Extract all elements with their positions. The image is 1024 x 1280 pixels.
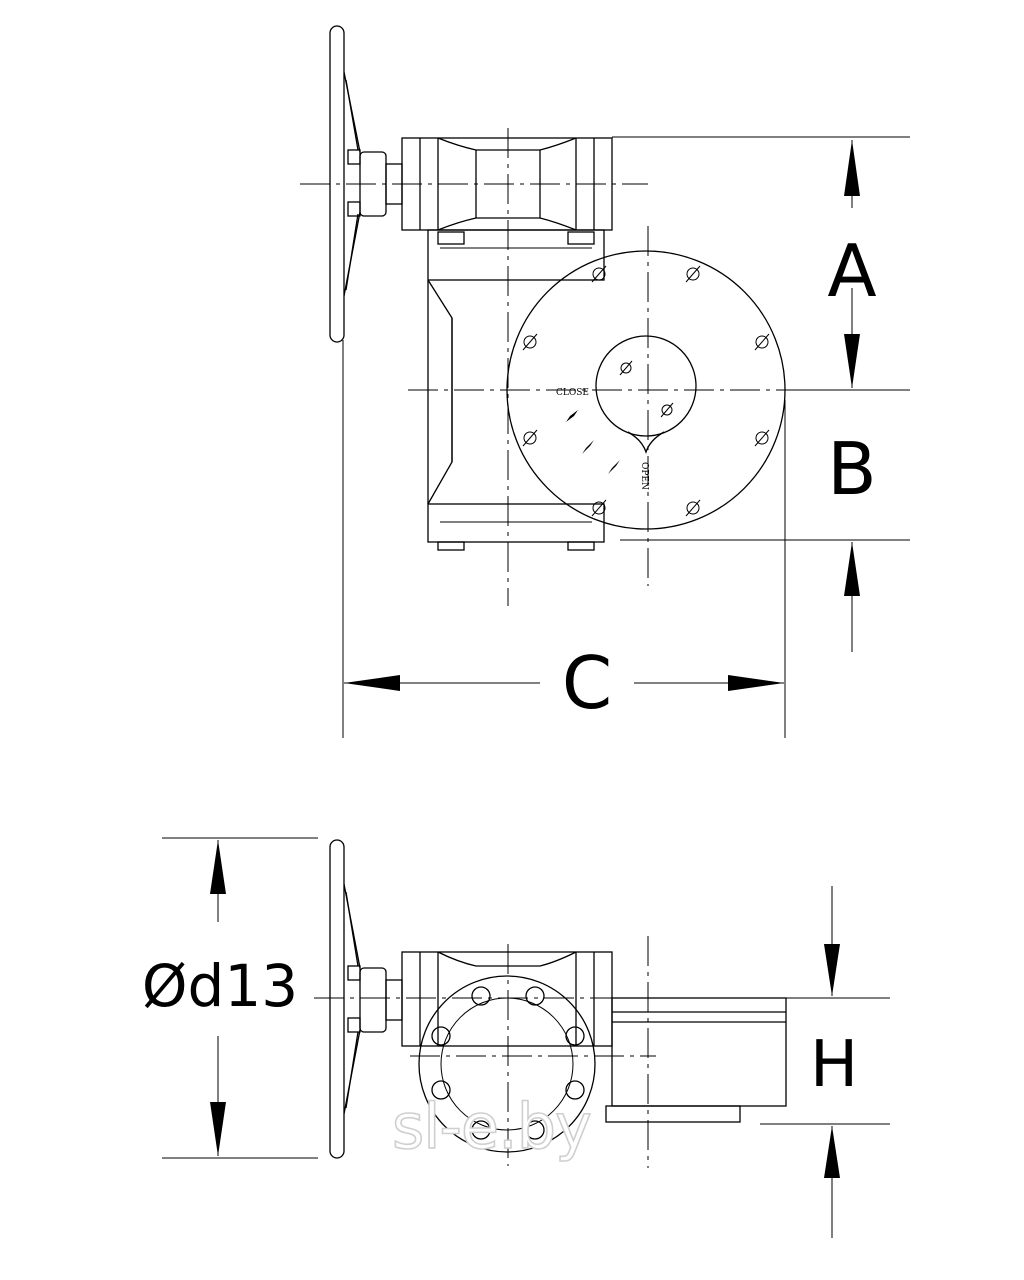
dimension-b: B bbox=[827, 427, 877, 652]
handwheel-bottom bbox=[329, 839, 403, 1159]
top-view: CLOSE OPEN A B bbox=[300, 25, 910, 738]
dimension-h: H bbox=[810, 886, 858, 1238]
dim-c-label: C bbox=[562, 641, 612, 725]
dim-a-label: A bbox=[827, 229, 876, 313]
bolt-hole bbox=[522, 265, 770, 517]
watermark: sl-e.by bbox=[392, 1090, 591, 1163]
indicator-marks bbox=[566, 410, 620, 474]
output-shaft-housing bbox=[605, 997, 787, 1123]
dimension-a: A bbox=[827, 140, 877, 388]
extension-lines-top bbox=[342, 136, 910, 738]
bolt-hole bbox=[431, 986, 585, 1140]
dim-b-label: B bbox=[827, 427, 876, 511]
extension-lines-bottom bbox=[162, 837, 890, 1159]
open-label: OPEN bbox=[639, 462, 649, 490]
worm-housing-bottom bbox=[401, 951, 613, 1047]
close-label: CLOSE bbox=[556, 388, 589, 398]
centerlines-top bbox=[300, 128, 790, 606]
dim-h-label: H bbox=[810, 1028, 858, 1102]
centerlines-bottom bbox=[314, 936, 656, 1168]
bottom-view: Ød13 H sl-e.by bbox=[142, 837, 890, 1238]
dimension-c: C bbox=[344, 641, 784, 725]
dimension-diameter: Ød13 bbox=[142, 840, 298, 1156]
dim-diameter-label: Ød13 bbox=[142, 952, 298, 1020]
